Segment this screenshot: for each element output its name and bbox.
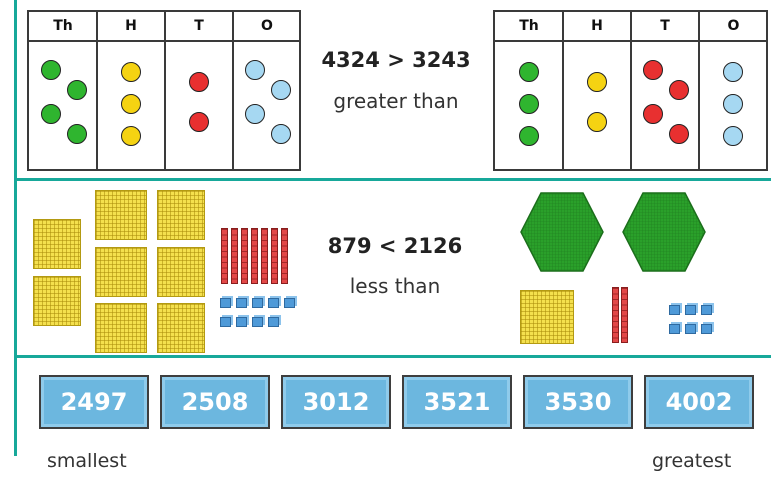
comparison-words-1: greater than: [333, 89, 459, 113]
thousands-counter: [519, 62, 539, 82]
section-divider-1: [14, 178, 771, 181]
column-label-tens: T: [194, 18, 204, 34]
ten-rod: [251, 228, 258, 284]
column-label-hundreds: H: [125, 18, 137, 34]
thousands-counter: [519, 94, 539, 114]
one-cube: [220, 317, 231, 327]
hundreds-counter: [121, 62, 141, 82]
column-divider: [96, 12, 98, 169]
tens-counter: [669, 80, 689, 100]
smallest-label: smallest: [47, 450, 127, 472]
number-card: 2508: [160, 375, 270, 429]
hundred-flat: [157, 247, 205, 297]
ones-counter: [723, 126, 743, 146]
one-cube: [236, 298, 247, 308]
column-divider: [164, 12, 166, 169]
ones-counter: [271, 124, 291, 144]
hundred-flat: [520, 290, 574, 344]
comparison-expression-2: 879 < 2126: [327, 234, 463, 258]
ten-rod: [612, 287, 619, 343]
hundred-flat: [157, 190, 205, 240]
ten-rod: [261, 228, 268, 284]
hundred-flat: [33, 219, 81, 269]
thousand-block: [622, 192, 706, 272]
one-cube: [220, 298, 231, 308]
one-cube: [268, 298, 279, 308]
column-divider: [698, 12, 700, 169]
section-divider-left: [14, 0, 17, 456]
ten-rod: [241, 228, 248, 284]
hundred-flat: [157, 303, 205, 353]
hundreds-counter: [121, 126, 141, 146]
section-divider-2: [14, 355, 771, 358]
comparison-words-2: less than: [349, 274, 441, 298]
number-card: 3530: [523, 375, 633, 429]
one-cube: [685, 324, 696, 334]
place-value-table-right: Th H T O: [493, 10, 768, 171]
column-label-thousands: Th: [519, 18, 539, 34]
one-cube: [268, 317, 279, 327]
one-cube: [236, 317, 247, 327]
hundred-flat: [95, 247, 147, 297]
thousands-counter: [41, 60, 61, 80]
one-cube: [669, 324, 680, 334]
place-value-table-left: Th H T O: [27, 10, 301, 171]
column-divider: [630, 12, 632, 169]
hundreds-counter: [121, 94, 141, 114]
ones-counter: [723, 62, 743, 82]
comparison-expression-1: 4324 > 3243: [321, 48, 471, 72]
column-divider: [232, 12, 234, 169]
one-cube: [701, 324, 712, 334]
tens-counter: [189, 72, 209, 92]
hundred-flat: [33, 276, 81, 326]
one-cube: [252, 317, 263, 327]
thousands-counter: [41, 104, 61, 124]
one-cube: [284, 298, 295, 308]
ones-counter: [245, 60, 265, 80]
ten-rod: [231, 228, 238, 284]
hundreds-counter: [587, 112, 607, 132]
tens-counter: [643, 60, 663, 80]
column-divider: [562, 12, 564, 169]
ones-counter: [271, 80, 291, 100]
hundred-flat: [95, 190, 147, 240]
one-cube: [252, 298, 263, 308]
one-cube: [685, 305, 696, 315]
column-label-thousands: Th: [53, 18, 73, 34]
number-card: 4002: [644, 375, 754, 429]
ten-rod: [221, 228, 228, 284]
column-label-ones: O: [261, 18, 273, 34]
ten-rod: [621, 287, 628, 343]
column-label-hundreds: H: [591, 18, 603, 34]
one-cube: [701, 305, 712, 315]
number-card: 3012: [281, 375, 391, 429]
greatest-label: greatest: [652, 450, 732, 472]
column-label-tens: T: [660, 18, 670, 34]
hundred-flat: [95, 303, 147, 353]
number-card: 3521: [402, 375, 512, 429]
tens-counter: [669, 124, 689, 144]
thousand-block: [520, 192, 604, 272]
ten-rod: [271, 228, 278, 284]
thousands-counter: [67, 80, 87, 100]
ones-counter: [723, 94, 743, 114]
tens-counter: [643, 104, 663, 124]
hundreds-counter: [587, 72, 607, 92]
thousands-counter: [67, 124, 87, 144]
ones-counter: [245, 104, 265, 124]
column-label-ones: O: [727, 18, 740, 34]
number-card: 2497: [39, 375, 149, 429]
tens-counter: [189, 112, 209, 132]
ten-rod: [281, 228, 288, 284]
thousands-counter: [519, 126, 539, 146]
one-cube: [669, 305, 680, 315]
